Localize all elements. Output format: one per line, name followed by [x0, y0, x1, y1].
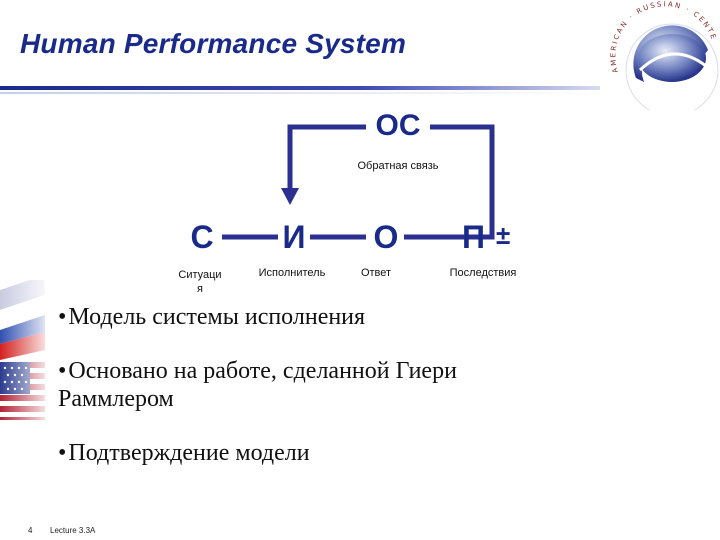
response-box-letter: О — [364, 218, 408, 256]
performer-box-letter: И — [274, 218, 314, 256]
consequences-box-letter: П — [462, 218, 485, 256]
bullet-dot: • — [58, 440, 66, 466]
bullet-text: Модель системы исполнения — [68, 304, 365, 330]
bullet-item: •Основано на работе, сделанной Гиери Рам… — [58, 357, 578, 413]
performer-caption: Исполнитель — [250, 267, 334, 279]
bullet-item: •Модель системы исполнения — [58, 303, 365, 331]
situation-box-letter: С — [180, 218, 224, 256]
lecture-label: Lecture 3.3A — [50, 526, 95, 535]
american-russian-center-seal-logo: AMERICAN · RUSSIAN · CENTER — [600, 0, 720, 110]
bullet-dot: • — [58, 304, 66, 330]
page-number: 4 — [28, 526, 32, 535]
bullet-text: Подтверждение модели — [68, 440, 309, 466]
slide-title: Human Performance System — [20, 28, 406, 60]
feedback-arrowhead — [281, 188, 299, 205]
bullet-item: •Подтверждение модели — [58, 439, 310, 467]
feedback-line-left — [290, 127, 366, 188]
consequences-box: П ± — [458, 216, 518, 256]
title-underline-shadow — [0, 92, 600, 94]
title-underline — [0, 86, 600, 90]
plus-minus-sign: ± — [496, 220, 510, 250]
consequences-caption: Последствия — [440, 267, 526, 279]
feedback-box-label: ОС — [362, 108, 434, 144]
situation-caption: Ситуаци я — [168, 268, 232, 296]
feedback-caption: Обратная связь — [352, 160, 444, 172]
bullet-text: Основано на работе, сделанной Гиери Рамм… — [58, 358, 457, 412]
situation-caption-line1: Ситуаци — [168, 268, 232, 282]
response-caption: Ответ — [346, 267, 406, 279]
situation-caption-line2: я — [168, 282, 232, 296]
flags-decoration — [0, 280, 45, 460]
bullet-dot: • — [58, 358, 66, 384]
